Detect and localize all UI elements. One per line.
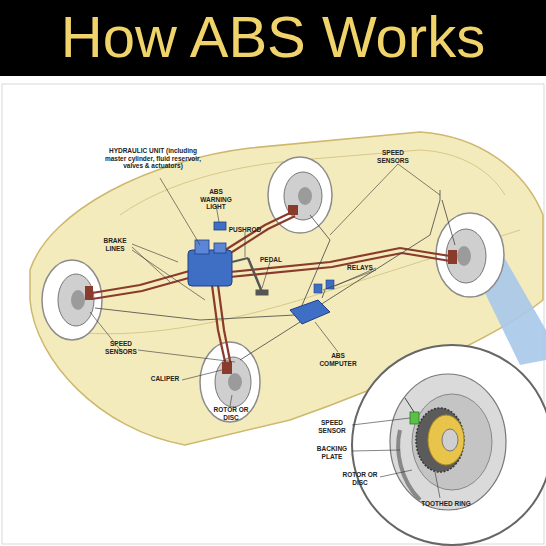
leader-line [352,450,400,451]
wheel [446,229,486,283]
abs-computer [290,300,330,324]
part-label: SPEED SENSOR [310,419,354,434]
leader-line [262,262,270,288]
warning-light [214,222,226,230]
sensor-wire [322,290,325,298]
inset-detail [398,430,420,500]
wheel [71,290,85,310]
hydraulic-unit [188,240,232,286]
sensor-wire [442,200,455,245]
pedal-pushrod [232,258,268,295]
wheel [42,260,102,340]
part-label: CALIPER [146,375,184,383]
frame [2,84,544,544]
inset-detail [352,345,546,545]
inset-detail [352,345,546,545]
wheel [42,260,102,340]
part-label: ABS WARNING LIGHT [196,188,236,211]
wheel [228,373,242,391]
wheel [215,357,251,407]
wheel [457,246,471,266]
leader-line [352,418,410,425]
part-label: ROTOR OR DISC [212,406,250,421]
inset-detail [410,412,419,424]
wheel [58,274,94,326]
sensor-wire [95,190,455,360]
part-label: PUSHROD [224,226,266,234]
part-label: HYDRAULIC UNIT (including master cylinde… [104,147,202,170]
part-label: ROTOR OR DISC [338,471,382,486]
relays [314,280,334,293]
part-label: PEDAL [256,256,286,264]
hydraulic-unit [188,250,232,286]
wheel [200,342,260,422]
brake-line [218,285,231,366]
part-label: TOOTHED RING [416,500,476,508]
brake-line [230,253,450,277]
pedal-pushrod [232,258,248,262]
leader-line [398,164,440,195]
inset-detail [428,415,464,465]
warning-light [214,222,226,230]
pedal-pushrod [256,290,268,295]
brake-line [222,212,292,252]
part-label: RELAYS [342,264,378,272]
leader-line [330,164,398,235]
inset-detail [405,398,414,412]
leader-line [435,472,440,498]
relays [314,284,322,293]
leader-line [132,250,205,300]
brake-line [226,216,295,256]
sensor-wire [300,215,330,310]
brake-line [92,212,450,366]
abs-computer [290,300,330,324]
leader-line [132,247,170,282]
sensor-wire [95,308,295,320]
pedal-pushrod [248,258,262,292]
wheel [268,157,332,233]
hydraulic-unit [195,240,209,254]
leader-line [245,232,246,257]
leader-line [160,178,200,245]
part-label: BRAKE LINES [96,237,134,252]
inset-detail [442,429,458,451]
leader-line [315,322,338,352]
leader-line [90,164,440,498]
wheel [200,342,260,422]
frame [2,84,544,544]
inset-detail [412,394,492,490]
page-title: How ABS Works [0,4,546,70]
wheel [85,286,93,300]
leader-line [323,270,376,290]
hydraulic-unit [214,243,226,253]
leader-line [230,395,232,406]
inset-detail [416,408,464,472]
wheel [268,157,332,233]
sensor-wire [240,322,300,360]
wheel [298,187,312,205]
leader-line [182,370,222,380]
part-label: SPEED SENSORS [372,149,414,164]
brake-line [92,274,203,299]
brake-line [230,248,450,272]
leader-line [138,350,235,362]
part-label: BACKING PLATE [310,445,354,460]
inset-detail [390,374,506,510]
part-label: ABS COMPUTER [316,352,360,367]
sensor-wire [320,190,440,305]
part-label: SPEED SENSORS [100,340,142,355]
leader-line [380,470,412,477]
